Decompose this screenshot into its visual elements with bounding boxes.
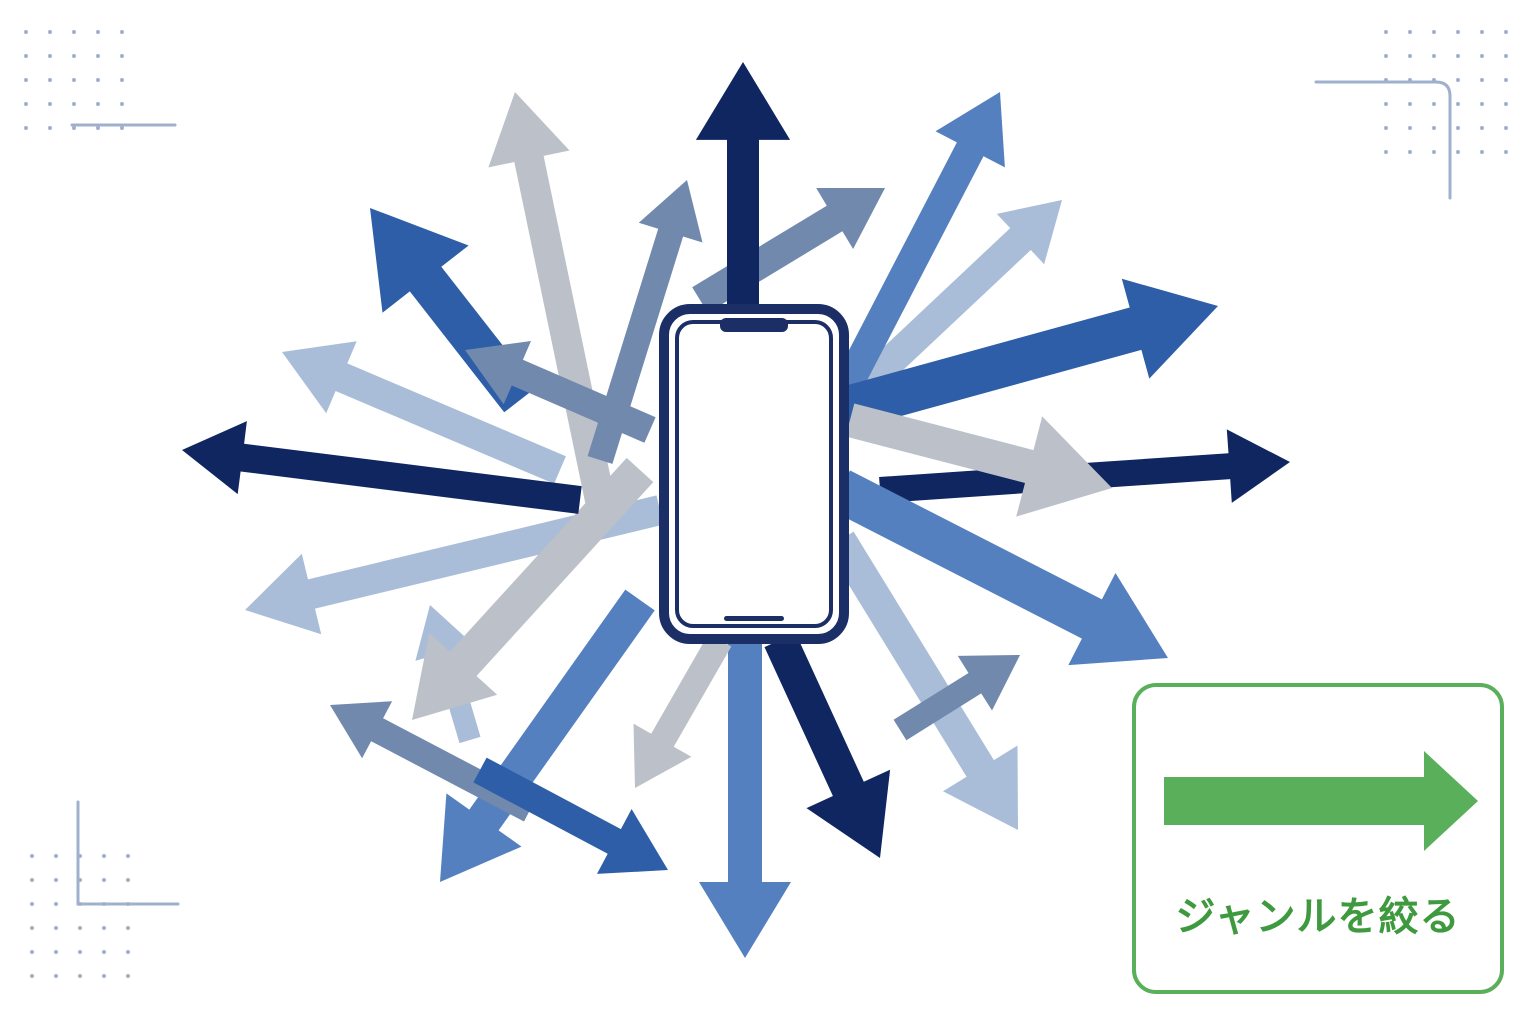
arrow-5	[245, 495, 664, 635]
arrow-6	[692, 188, 885, 313]
phone-notch	[720, 318, 788, 332]
arrow-18	[440, 589, 655, 882]
radiating-arrows	[182, 62, 1290, 958]
arrow-2	[282, 341, 566, 484]
arrow-9	[834, 278, 1218, 432]
decorative-corners	[24, 30, 1508, 978]
corner-line-bottom-left	[76, 800, 180, 906]
arrow-22	[473, 757, 668, 874]
arrow-14	[893, 655, 1020, 741]
arrow-13	[826, 531, 1018, 830]
arrow-15	[764, 632, 891, 858]
arrow-20	[412, 457, 654, 720]
cta-frame[interactable]	[1132, 683, 1504, 994]
cta-label[interactable]: ジャンルを絞る	[1175, 894, 1461, 940]
dot-grid-bottom-left	[30, 854, 130, 978]
dot-grid-top-right	[1384, 30, 1508, 154]
arrow-12	[830, 470, 1168, 666]
arrow-21	[330, 701, 536, 822]
arrow-8	[826, 92, 1005, 407]
narrow-genre-button[interactable]	[1132, 683, 1504, 994]
phone-home-bar	[724, 616, 784, 621]
arrow-17	[633, 633, 732, 788]
arrow-7	[849, 200, 1062, 401]
smartphone-icon	[659, 304, 849, 644]
arrow-16	[699, 640, 791, 958]
dot-grid-top-left	[24, 30, 124, 130]
arrow-23	[182, 421, 582, 514]
phone-screen	[675, 320, 833, 628]
corner-line-top-right	[1314, 80, 1452, 200]
arrow-25	[695, 62, 791, 310]
right-arrow-icon	[1164, 751, 1478, 851]
arrow-11	[845, 403, 1112, 517]
arrow-24	[587, 180, 703, 464]
